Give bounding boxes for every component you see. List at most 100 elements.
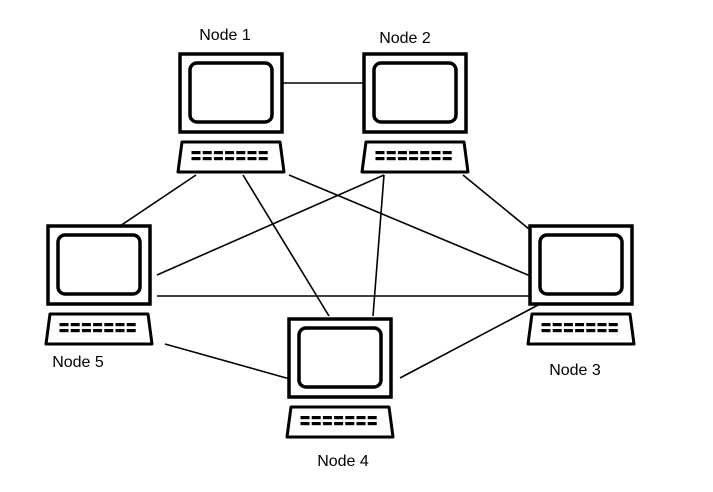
node-2-key (442, 157, 452, 161)
node-4-key (345, 422, 355, 426)
node-4-key (322, 416, 332, 420)
node-4-key (356, 422, 366, 426)
link-node2-node4 (372, 174, 385, 317)
link-node2-node5 (156, 174, 385, 276)
nodes-layer (44, 52, 636, 439)
node-1-key (247, 157, 257, 161)
node-5-screen (56, 233, 142, 296)
node-4-key (300, 416, 310, 420)
node-2-key (409, 151, 419, 155)
node-5-laptop-icon (44, 224, 154, 346)
node-5-key (59, 329, 69, 333)
node-4-key (367, 416, 377, 420)
node-4-key (311, 422, 321, 426)
node-3-key (575, 329, 585, 333)
node-1-key (225, 157, 235, 161)
link-node4-node3 (399, 303, 541, 379)
node-1-key (202, 157, 212, 161)
node-5-key (81, 323, 91, 327)
node-3-key (597, 323, 607, 327)
node-4-keys (300, 416, 377, 426)
node-3-key (541, 329, 551, 333)
node-4-label: Node 4 (317, 453, 369, 470)
node-1-laptop-icon (176, 52, 286, 174)
node-2-keys (375, 151, 452, 161)
node-1-keys (191, 151, 268, 161)
node-3-key (563, 329, 573, 333)
node-3-key (563, 323, 573, 327)
node-5-key (70, 329, 80, 333)
node-5-key (104, 323, 114, 327)
node-2-key (386, 157, 396, 161)
node-5-key (59, 323, 69, 327)
node-3-key (541, 323, 551, 327)
node-1-key (236, 157, 246, 161)
node-5-key (126, 323, 136, 327)
node-4-key (334, 416, 344, 420)
node-3-key (552, 323, 562, 327)
node-3-key (608, 323, 618, 327)
node-1-key (213, 151, 223, 155)
node-3-key (552, 329, 562, 333)
link-node1-node5 (119, 174, 197, 227)
node-4-key (300, 422, 310, 426)
node-2-key (397, 151, 407, 155)
node-4-key (334, 422, 344, 426)
node-5-key (81, 329, 91, 333)
node-3-key (597, 329, 607, 333)
node-5-key (70, 323, 80, 327)
node-4-key (322, 422, 332, 426)
node-5-key (115, 329, 125, 333)
links-layer (119, 82, 541, 382)
node-2-screen (372, 61, 458, 124)
node-1-label: Node 1 (199, 27, 251, 44)
node-4-key (356, 416, 366, 420)
node-3-laptop-icon (526, 224, 636, 346)
labels-layer: Node 1 Node 2 Node 3 Node 4 Node 5 (52, 27, 601, 470)
node-3-key (608, 329, 618, 333)
node-3-key (575, 323, 585, 327)
link-node2-node3 (462, 174, 541, 239)
node-2-key (375, 157, 385, 161)
node-2-key (397, 157, 407, 161)
node-5-key (115, 323, 125, 327)
node-2-key (431, 157, 441, 161)
node-3-key (586, 323, 596, 327)
node-1-key (258, 151, 268, 155)
node-4-screen (297, 326, 383, 389)
node-2-key (431, 151, 441, 155)
node-1-key (258, 157, 268, 161)
node-1-key (213, 157, 223, 161)
node-2-laptop-icon (360, 52, 470, 174)
node-1-screen (188, 61, 274, 124)
node-5-key (93, 329, 103, 333)
node-5-key (126, 329, 136, 333)
node-3-keys (541, 323, 618, 333)
node-2-label: Node 2 (379, 30, 431, 47)
node-1-key (247, 151, 257, 155)
node-4-key (345, 416, 355, 420)
node-1-key (202, 151, 212, 155)
node-4-key (367, 422, 377, 426)
node-3-key (586, 329, 596, 333)
node-2-key (409, 157, 419, 161)
node-5-keys (59, 323, 136, 333)
node-1-key (236, 151, 246, 155)
node-1-key (191, 157, 201, 161)
node-5-key (93, 323, 103, 327)
node-4-key (311, 416, 321, 420)
link-node1-node4 (242, 174, 330, 317)
node-2-key (420, 151, 430, 155)
node-3-screen (538, 233, 624, 296)
node-5-key (104, 329, 114, 333)
link-node1-node3 (288, 174, 541, 281)
node-1-key (225, 151, 235, 155)
node-2-key (386, 151, 396, 155)
node-1-key (191, 151, 201, 155)
node-5-label: Node 5 (52, 354, 104, 371)
link-node5-node4 (164, 343, 298, 382)
node-2-key (442, 151, 452, 155)
node-2-key (420, 157, 430, 161)
node-4-laptop-icon (285, 317, 395, 439)
